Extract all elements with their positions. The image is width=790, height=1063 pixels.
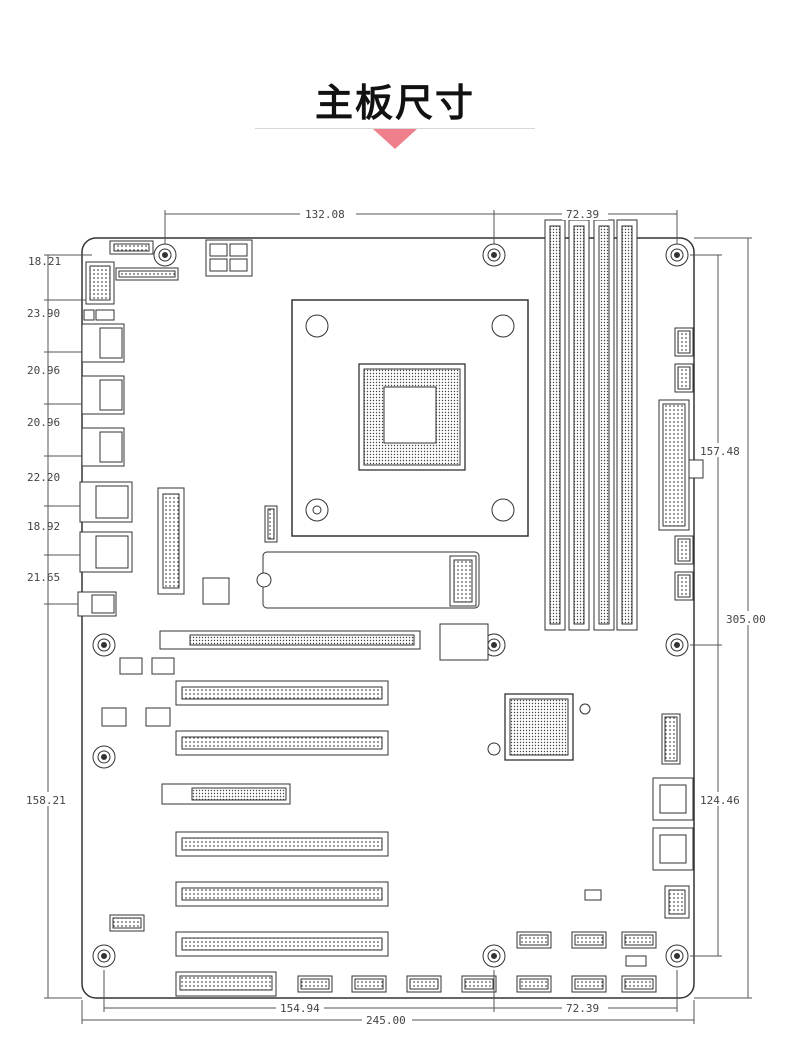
pci-slot [175, 831, 389, 857]
m2-slots [157, 487, 480, 609]
mounting-hole [92, 633, 116, 657]
dimm-slot [568, 219, 590, 631]
mounting-hole [482, 243, 506, 267]
mounting-hole [92, 944, 116, 968]
expansion-slots [101, 623, 489, 957]
bottom-headers [109, 889, 657, 997]
dim-label: 18.92 [27, 520, 60, 533]
mounting-hole [153, 243, 177, 267]
dim-label: 72.39 [566, 208, 599, 221]
board-outline [81, 237, 695, 999]
mounting-hole [665, 633, 689, 657]
dim-label: 20.96 [27, 364, 60, 377]
mounting-hole [482, 944, 506, 968]
mounting-hole [92, 745, 116, 769]
dim-label: 72.39 [566, 1002, 599, 1015]
mounting-hole [665, 243, 689, 267]
dimension-lines [44, 210, 752, 1024]
title-divider [255, 128, 535, 129]
pci-slot [175, 680, 389, 706]
dim-label: 158.21 [26, 794, 66, 807]
dim-label: 18.21 [28, 255, 61, 268]
pcie-x1-slot [161, 783, 291, 805]
dim-label: 23.90 [27, 307, 60, 320]
mounting-hole [665, 944, 689, 968]
dim-label: 132.08 [305, 208, 345, 221]
dim-label: 21.65 [27, 571, 60, 584]
dim-label: 154.94 [280, 1002, 320, 1015]
top-connectors [109, 239, 253, 281]
dim-label: 157.48 [700, 445, 740, 458]
dim-label: 124.46 [700, 794, 740, 807]
dimension-labels: 132.08 72.39 157.48 305.00 124.46 18.21 … [24, 206, 774, 1027]
mounting-holes [92, 243, 689, 968]
right-connectors [652, 327, 704, 919]
pci-slot [175, 931, 389, 957]
title-marker-triangle [373, 129, 417, 149]
pcie-x16-slot [159, 623, 489, 661]
rear-io-ports [77, 261, 133, 617]
dimm-slot [616, 219, 638, 631]
page-title: 主板尺寸 [314, 81, 475, 125]
dim-label: 305.00 [726, 613, 766, 626]
dimm-slot [593, 219, 615, 631]
dimm-slots [544, 219, 638, 631]
dim-label: 20.96 [27, 416, 60, 429]
dim-label: 22.20 [27, 471, 60, 484]
pci-slot [175, 881, 389, 907]
chipset [487, 693, 591, 761]
pci-slot [175, 730, 389, 756]
dimm-slot [544, 219, 566, 631]
cpu-socket [291, 299, 529, 537]
dim-label: 245.00 [366, 1014, 406, 1027]
